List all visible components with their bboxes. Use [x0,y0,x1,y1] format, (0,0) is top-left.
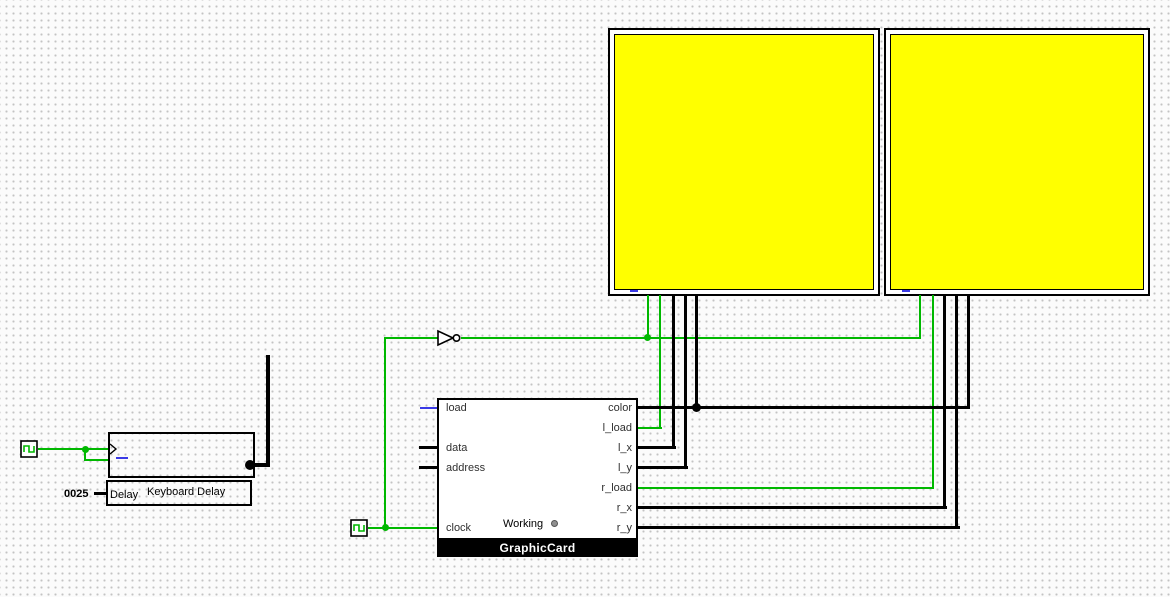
keyboard-floating-mark [116,457,128,459]
wire-clock-to-display-right [919,295,921,338]
port-label-color: color [608,402,632,414]
port-label-clock: clock [446,522,472,534]
working-led-indicator [551,520,558,527]
display-screen-left [614,34,874,290]
wire-delay-constant-stub [94,492,106,495]
wire-keyboard-out-h [250,463,270,467]
wire-r-x-h [638,506,947,509]
video-display-left[interactable] [608,28,880,296]
wire-to-inverter [384,337,438,339]
wire-junction [382,524,389,531]
working-status-label: Working [503,518,544,530]
clock-component-bottom[interactable] [350,519,368,537]
clock-component-left[interactable] [20,440,38,458]
port-label-load: load [446,402,467,414]
not-gate[interactable] [436,329,463,347]
port-label-l-x: l_x [617,442,632,454]
display-right-floating-pin [902,290,910,292]
port-label-address: address [446,462,486,474]
wire-color-to-display-left [695,295,698,409]
wire-r-y-h [638,526,960,529]
graphiccard-title: GraphicCard [437,540,638,557]
wire-address-stub [419,466,437,469]
wire-junction [692,403,701,412]
port-label-r-load: r_load [601,482,632,494]
not-gate-icon [437,329,461,347]
keyboard-delay-label-box[interactable] [106,480,252,506]
wire-clock2-to-graphiccard [368,527,437,529]
wire-data-stub [419,446,437,449]
port-label-data: data [446,442,468,454]
wire-r-x-v [943,295,946,509]
display-screen-right [890,34,1144,290]
wire-l-x-h [638,446,676,449]
wire-r-load-v [932,295,934,489]
wire-clock2-up [384,337,386,529]
wire-l-load-v [659,295,661,429]
wire-r-load-h [638,487,934,489]
keyboard-delay-label: Keyboard Delay [147,486,226,498]
graphiccard-body[interactable] [437,398,638,540]
display-left-floating-pin [630,290,638,292]
wire-junction [644,334,651,341]
wire-keyboard-out-v [266,355,270,467]
port-label-l-load: l_load [602,422,632,434]
port-label-r-x: r_x [616,502,632,514]
wire-r-y-v [955,295,958,529]
wire-junction [82,446,89,453]
wire-clock1-out [38,448,108,450]
delay-port-label: Delay [110,489,139,501]
port-label-l-y: l_y [617,462,632,474]
wire-clock1-branch-h [84,459,108,461]
wire-clock-to-display-left [647,295,649,339]
wire-l-y-h [638,466,688,469]
keyboard-buffer-box[interactable] [108,432,255,478]
wire-clock1-branch-v [84,448,86,461]
wire-junction [245,460,255,470]
wire-l-x-v [672,295,675,449]
clock-wave-icon [20,440,38,458]
wire-load-floating-stub [420,407,437,409]
port-label-r-y: r_y [616,522,632,534]
wire-color-h [638,406,970,409]
wire-l-load-h [638,427,662,429]
video-display-right[interactable] [884,28,1150,296]
delay-constant-value[interactable]: 0025 [64,488,89,500]
wire-l-y-v [684,295,687,469]
chevron-right-icon [109,443,118,455]
clock-wave-icon [350,519,368,537]
wire-inverter-out [461,337,921,339]
wire-color-to-display-right [967,295,970,408]
